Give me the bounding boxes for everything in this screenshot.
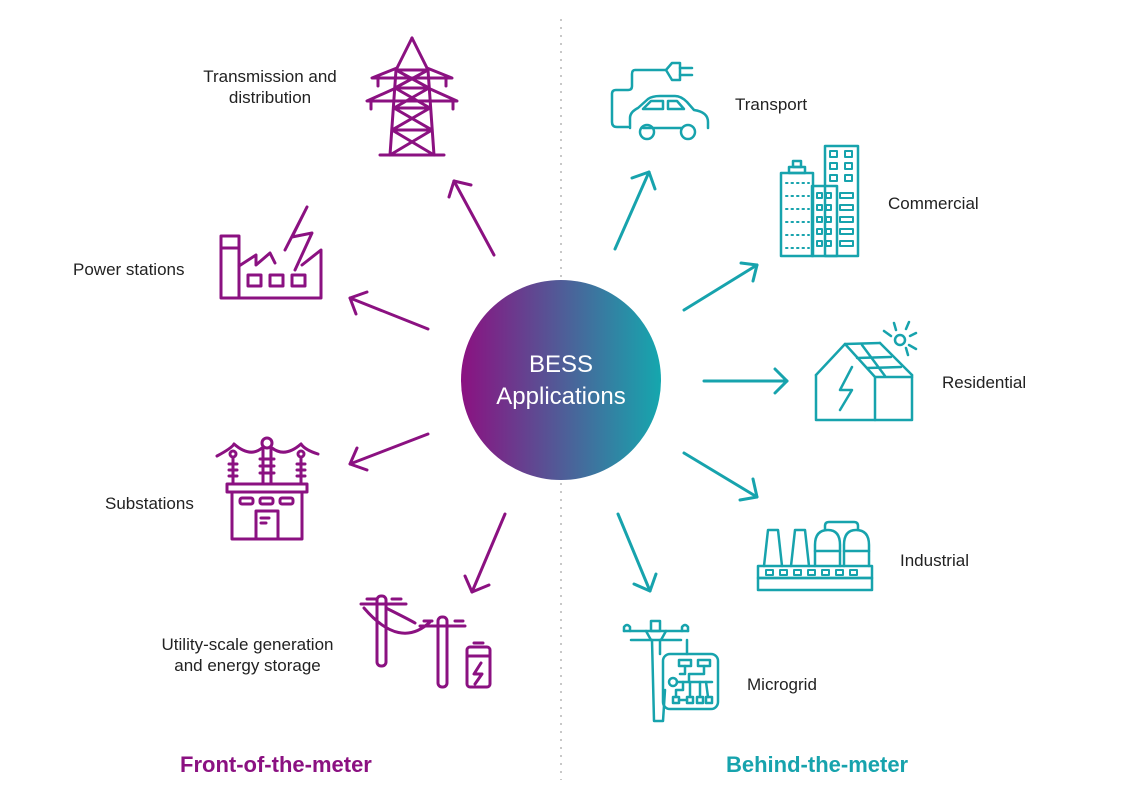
label-substations: Substations [105,494,194,513]
label-commercial: Commercial [888,194,979,213]
center-circle [461,280,661,480]
label-microgrid: Microgrid [747,675,817,694]
center-title-line2: Applications [496,383,626,410]
office-buildings-icon [779,144,860,258]
label-line: Transmission and [203,67,337,86]
arrow-transmission [447,179,496,257]
arrow-industrial [682,451,759,502]
arrow-transport [613,170,657,251]
factory-icon [756,520,874,592]
arrow-microgrid [616,512,658,593]
microgrid-pole-icon [622,619,720,723]
substation-icon [215,436,320,541]
label-power-stations: Power stations [73,260,185,279]
label-industrial: Industrial [900,551,969,570]
electric-car-icon [610,61,710,141]
label-line: distribution [228,88,312,107]
power-station-icon [219,205,323,300]
label-transport: Transport [735,95,808,114]
section-behind-the-meter: Behind-the-meter [726,752,909,777]
arrow-power-stations [348,290,430,331]
label-transmission-distribution: Transmission and distribution [195,66,345,108]
label-line: Utility-scale generation [161,635,334,654]
center-title: BESS Applications [462,349,660,413]
center-title-line1: BESS [528,351,594,378]
label-residential: Residential [942,373,1027,392]
transmission-tower-icon [365,36,459,157]
arrow-residential [702,367,789,395]
arrow-utility [463,512,507,594]
arrow-commercial [682,261,759,312]
section-front-of-meter: Front-of-the-meter [180,752,372,777]
solar-house-icon [814,320,918,422]
arrow-substations [348,432,430,472]
label-utility-scale: Utility-scale generation and energy stor… [150,634,345,676]
label-line: and energy storage [174,656,321,675]
utility-poles-battery-icon [359,594,492,689]
